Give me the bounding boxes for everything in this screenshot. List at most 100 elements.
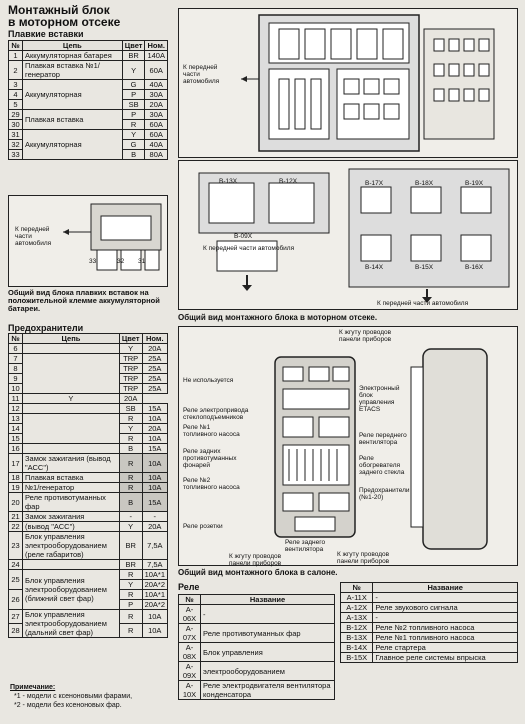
fl-rating: 40A	[144, 139, 168, 150]
fu-circuit	[22, 403, 120, 414]
fu-color: R	[118, 623, 143, 638]
fu-rating: 25A	[141, 383, 169, 394]
engine-block-diagram: К передней части автомобиля	[178, 8, 518, 158]
fl-circuit: Плавкая вставка №1/генератор	[22, 60, 123, 80]
fu-color: B	[118, 443, 143, 454]
fl-rating: 80A	[144, 149, 168, 160]
fu-no: 12	[8, 403, 23, 414]
fu-circuit	[22, 559, 120, 570]
fuses-note-1: *1 - модели с ксеноновыми фарами,	[14, 693, 133, 700]
fuses-heading: Предохранители	[8, 323, 84, 333]
fu-rating: 15A	[141, 403, 169, 414]
fu-no: 24	[8, 559, 23, 570]
fl-rating: 30A	[144, 89, 168, 100]
fu-rating: 20A*2	[141, 579, 169, 590]
fu-circuit: Замок зажигания (вывод "АСС")	[22, 453, 120, 473]
fu-rating: 10A	[141, 482, 169, 493]
fu-color: R	[118, 569, 143, 580]
connector-b18x: B-18X	[415, 180, 434, 187]
fu-header-3: Ном.	[141, 333, 169, 344]
relay-name: Реле №2 топливного насоса	[372, 622, 518, 633]
fu-color: R	[118, 589, 143, 600]
relay-no: B-15X	[339, 652, 374, 663]
fu-circuit: (вывод "АСС")	[22, 521, 120, 532]
fu-color: TRP	[118, 363, 143, 374]
fl-no: 4	[8, 89, 23, 100]
fu-no: 7	[8, 353, 23, 364]
fl-circuit: Аккумуляторная батарея	[22, 50, 123, 61]
fl-circuit: Аккумуляторная	[22, 129, 123, 160]
fu-circuit: Блок управления электрооборудованием (да…	[22, 609, 120, 638]
fu-no: 9	[8, 373, 23, 384]
fu-circuit: Замок зажигания	[22, 511, 120, 522]
fu-color: Y	[22, 393, 120, 404]
connector-b14x: B-14X	[365, 264, 384, 271]
fu-color: TRP	[118, 353, 143, 364]
fl-no: 29	[8, 109, 23, 120]
fu-color: R	[118, 482, 143, 493]
connectors-drawing	[198, 168, 510, 303]
fu-color: P	[118, 599, 143, 610]
page-title: Монтажный блок в моторном отсеке	[8, 3, 121, 29]
fu-no: 27	[8, 609, 23, 624]
cabin-socket-relay-label: Реле розетки	[183, 523, 223, 530]
fl-color: P	[121, 89, 146, 100]
fl-color: P	[121, 109, 146, 120]
fl-rating: 140A	[144, 50, 168, 61]
fl-rating: 60A	[144, 119, 168, 130]
cabin-block-caption: Общий вид монтажного блока в салоне.	[178, 568, 338, 577]
relay-header-1: Название	[372, 582, 518, 593]
relay-name: Реле стартера	[372, 642, 518, 653]
cabin-defogger-label: Реле обогревателя заднего стекла	[359, 455, 405, 476]
engine-block-drawing	[241, 14, 495, 152]
fu-color: Y	[118, 579, 143, 590]
cabin-harness-bottom-label: К жгуту проводов панели приборов	[229, 553, 282, 567]
fl-header-3: Ном.	[144, 40, 168, 51]
fu-color: TRP	[118, 383, 143, 394]
relay-no: A-10X	[177, 680, 202, 700]
fu-no: 26	[8, 589, 23, 610]
fuses-note-2: *2 - модели без ксеноновых фар.	[14, 702, 122, 709]
fl-rating: 60A	[144, 60, 168, 80]
fl-no: 1	[8, 50, 23, 61]
relay-no: A-06X	[177, 604, 202, 624]
relay-no: A-09X	[177, 661, 202, 681]
fu-rating: 7,5A	[141, 531, 169, 560]
fu-header-0: №	[8, 333, 23, 344]
fu-no: 25	[8, 569, 23, 590]
fu-rating: 10A	[141, 453, 169, 473]
engine-block-caption: Общий вид монтажного блока в моторном от…	[178, 313, 378, 322]
relay-name: Реле противотуманных фар	[200, 623, 335, 643]
fl-no: 30	[8, 119, 23, 130]
fusible-links-heading: Плавкие вставки	[8, 29, 84, 39]
cabin-window-relay-label: Реле электропривода стеклоподъемников	[183, 407, 249, 421]
relay-header-0: №	[177, 594, 202, 605]
fu-no: 10	[8, 383, 23, 394]
terminal-31: 31	[138, 258, 146, 265]
fu-color: R	[118, 413, 143, 424]
battery-fusible-drawing	[63, 203, 162, 271]
relay-name: электрооборудованием	[200, 661, 335, 681]
fu-no: 28	[8, 623, 23, 638]
fl-no: 31	[8, 129, 23, 140]
fu-color: BR	[118, 531, 143, 560]
relay-no: A-13X	[339, 612, 374, 623]
fu-rating: 15A	[141, 443, 169, 454]
fu-circuit: №1/генератор	[22, 482, 120, 493]
relay-name: Главное реле системы впрыска	[372, 652, 518, 663]
fl-rating: 20A	[144, 99, 168, 110]
